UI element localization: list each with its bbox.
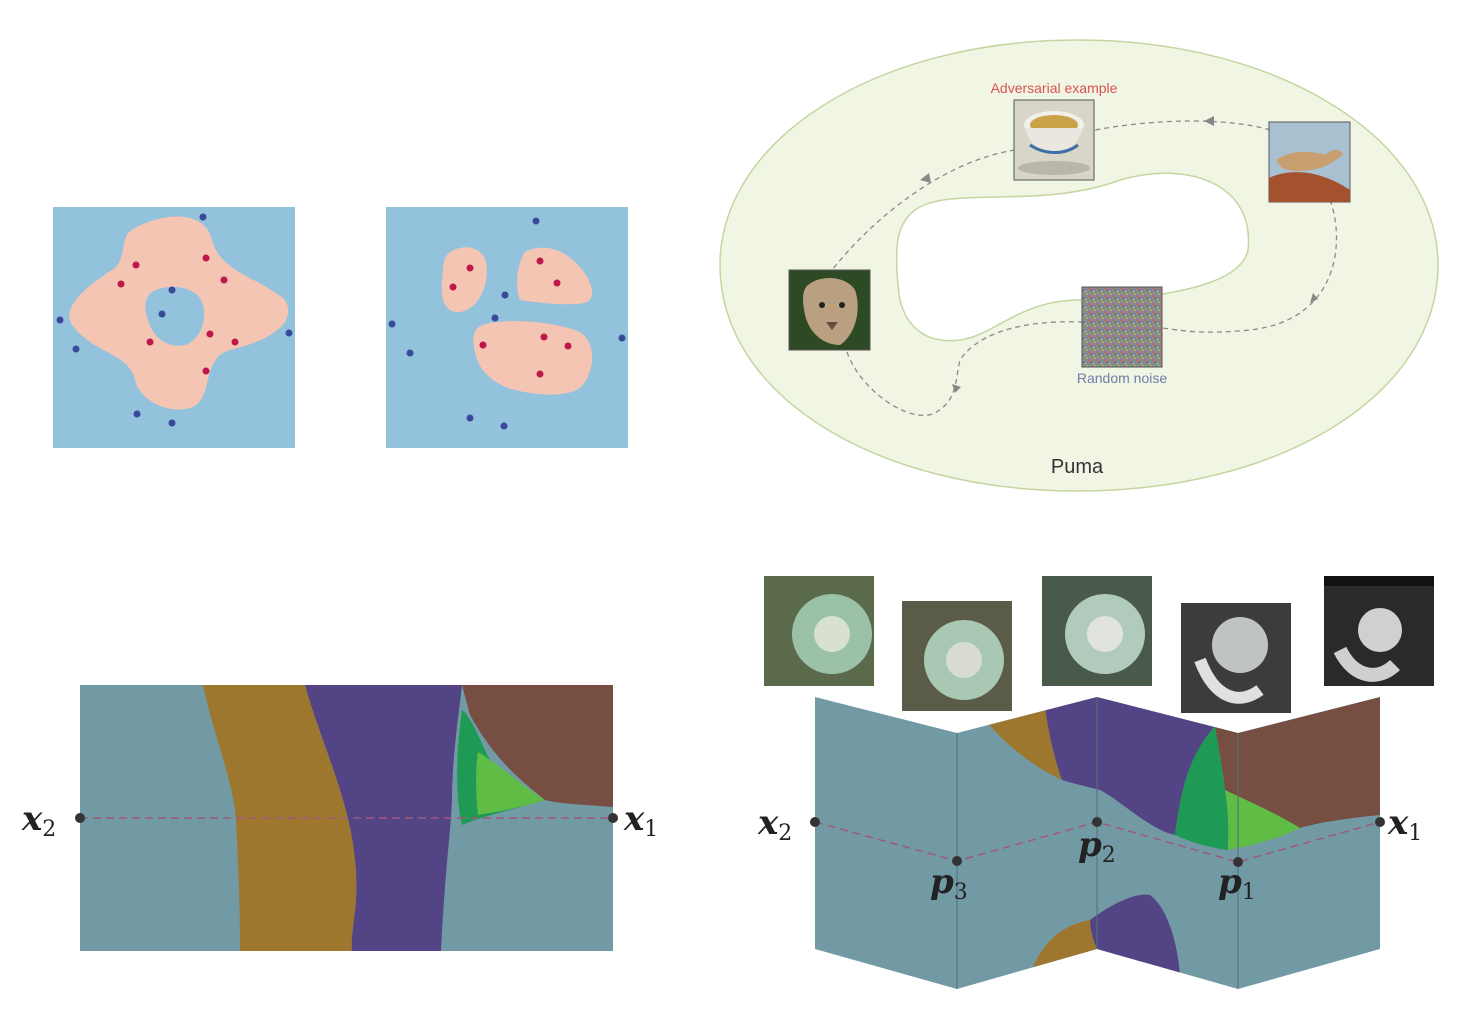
region-blob-top-right (517, 247, 593, 305)
arrow-heads (920, 116, 1318, 393)
label-x1: x1 (1387, 803, 1422, 846)
point-p3 (952, 856, 962, 866)
cup-photo-icon (1013, 99, 1095, 181)
panel-linear-interpolation: x2 x1 (21, 685, 658, 951)
label-p3: p3 (930, 862, 968, 905)
dots-outside (388, 217, 626, 430)
label-x2: x2 (21, 799, 56, 842)
panel-disconnected-regions (386, 207, 628, 448)
random-noise-image-icon (1081, 286, 1163, 368)
rotary-phone-photo-icon (902, 601, 1012, 711)
region-purple (1045, 697, 1215, 835)
point-x1 (608, 813, 618, 823)
puma-photo-leaping-icon (1268, 121, 1351, 203)
panel-folded-path: x2 x1 p3 p2 p1 (757, 576, 1434, 989)
region-blob-left (441, 247, 487, 313)
region-blob-bottom (473, 321, 593, 395)
dots-inside (117, 254, 239, 375)
region-light-green (1225, 790, 1300, 850)
rotary-phone-photo-icon (1324, 576, 1434, 686)
path-right-to-noise (1161, 199, 1338, 333)
random-noise-label: Random noise (1077, 370, 1167, 386)
point-x2 (810, 817, 820, 827)
label-p1: p1 (1218, 862, 1256, 905)
label-x2: x2 (757, 803, 792, 846)
label-x1: x1 (623, 799, 658, 842)
rotary-phone-photo-icon (764, 576, 874, 686)
puma-face-photo-icon (788, 269, 871, 351)
panel-connected-region (53, 207, 295, 448)
region-gold (985, 708, 1062, 780)
region-brown (1215, 697, 1380, 828)
phone-thumbnails (764, 576, 1434, 713)
manifold-class-label: Puma (1051, 456, 1104, 478)
region-ring (69, 216, 289, 410)
point-x1 (1375, 817, 1385, 827)
rotary-phone-photo-icon (1181, 603, 1291, 713)
rotary-phone-photo-icon (1042, 576, 1152, 686)
point-p1 (1233, 857, 1243, 867)
region-brown (462, 685, 613, 807)
region-purple-lower (1090, 894, 1180, 989)
dots-outside (56, 213, 293, 427)
point-x2 (75, 813, 85, 823)
adversarial-example-label: Adversarial example (991, 80, 1118, 96)
region-light-green (476, 752, 545, 815)
region-dark-green (1175, 726, 1229, 850)
label-p2: p2 (1078, 825, 1116, 868)
point-p2 (1092, 817, 1102, 827)
dots-inside (449, 257, 572, 378)
panel-manifold: Adversarial example Random noise Puma (719, 39, 1439, 492)
